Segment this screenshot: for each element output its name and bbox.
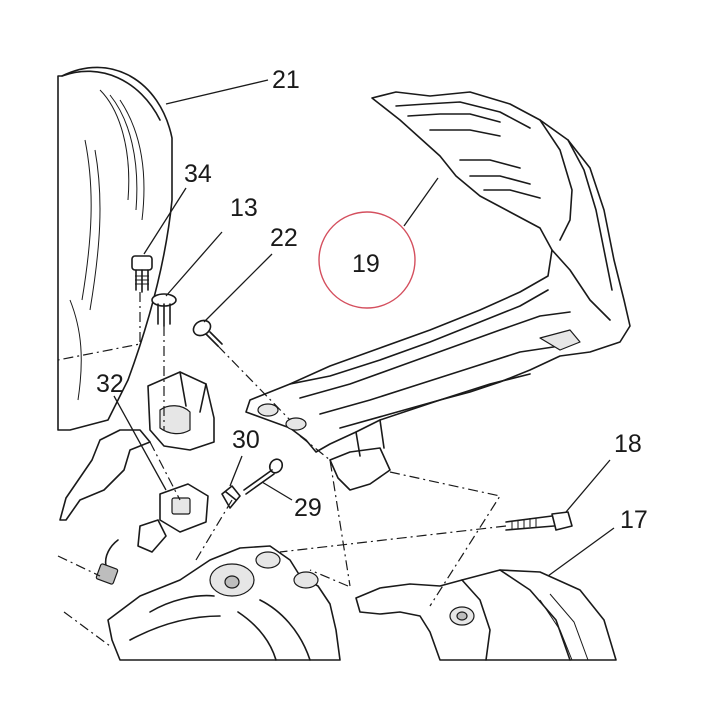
- callout-17: 17: [620, 506, 648, 534]
- callout-13: 13: [230, 194, 258, 222]
- callout-29: 29: [294, 494, 322, 522]
- callout-labels: 21 34 13 22 19 32 30 29 18 17: [96, 66, 648, 534]
- part-17-bracket: [355, 569, 617, 661]
- part-19-fairing-bracket: [245, 91, 631, 491]
- part-29-bolt: [243, 458, 284, 495]
- leader-lines: [113, 79, 615, 577]
- highlight-circle: [318, 211, 416, 309]
- part-13-bolt: [151, 293, 177, 327]
- callout-18: 18: [614, 430, 642, 458]
- callout-34: 34: [184, 160, 212, 188]
- part-22-screw: [192, 319, 223, 347]
- part-30-spacer: [221, 485, 241, 509]
- part-18-bolt: [505, 511, 573, 531]
- callout-19: 19: [352, 250, 380, 278]
- callout-21: 21: [272, 66, 300, 94]
- callout-32: 32: [96, 370, 124, 398]
- frame-casting: [107, 545, 341, 661]
- part-34-bolt: [131, 255, 153, 293]
- callout-22: 22: [270, 224, 298, 252]
- assembly-center-lines: [57, 292, 507, 647]
- callout-30: 30: [232, 426, 260, 454]
- trim-piece: [59, 429, 151, 521]
